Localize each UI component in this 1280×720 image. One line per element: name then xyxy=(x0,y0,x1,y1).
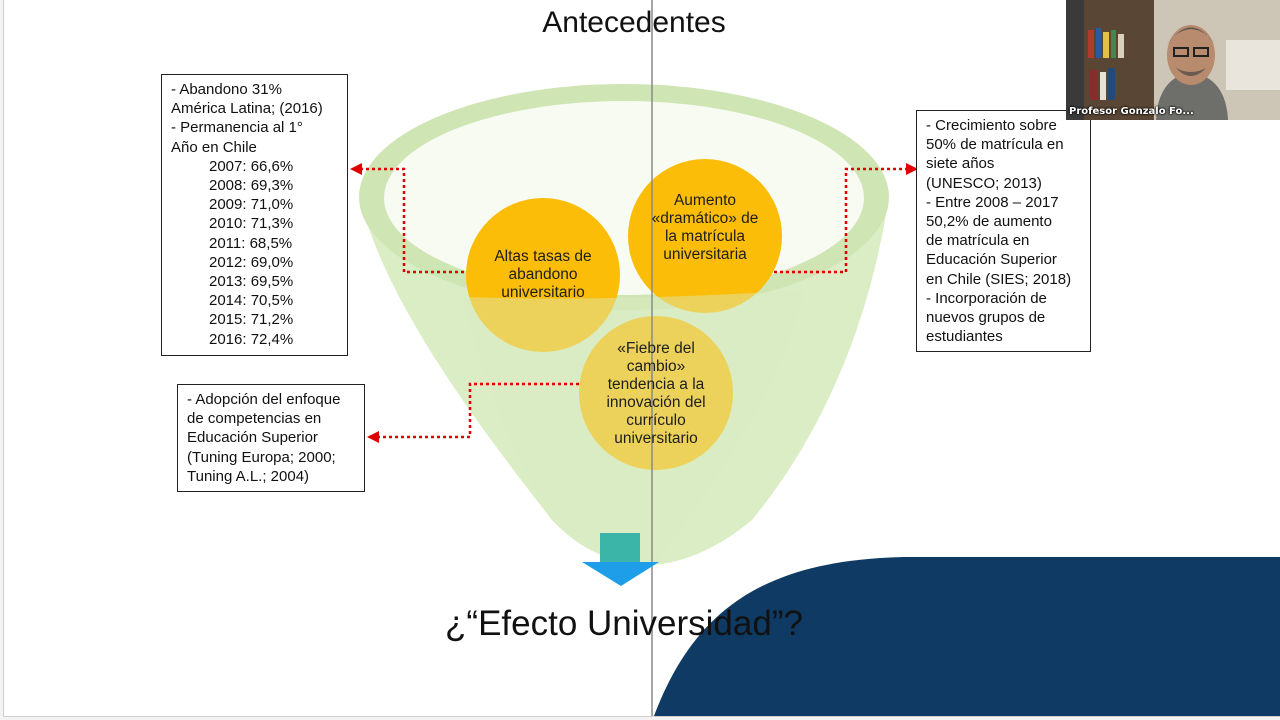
box-line: Educación Superior xyxy=(926,251,1057,269)
box-line: en Chile (SIES; 2018) xyxy=(926,270,1072,288)
circle-label-fiebre: «Fiebre del cambio» tendencia a la innov… xyxy=(606,340,706,447)
box-line: (UNESCO; 2013) xyxy=(926,174,1042,192)
box-line: siete años xyxy=(926,155,995,173)
connectors xyxy=(359,167,909,439)
box-line: (Tuning Europa; 2000; xyxy=(187,448,336,466)
circle-matricula xyxy=(628,159,782,313)
box-line: - Adopción del enfoque xyxy=(187,391,341,408)
box-line: - Permanencia al 1° xyxy=(171,119,303,137)
box-line: nuevos grupos de xyxy=(926,309,1046,327)
down-arrow xyxy=(582,562,659,586)
efecto-universidad-question: ¿“Efecto Universidad”? xyxy=(445,604,803,643)
box-matricula-stats: - Crecimiento sobre 50% de matrícula en … xyxy=(916,110,1091,352)
year-stat: 2013: 69,5% xyxy=(209,273,294,291)
video-frame xyxy=(1066,0,1280,120)
year-stat: 2007: 66,6% xyxy=(209,157,294,175)
year-stat: 2010: 71,3% xyxy=(209,215,294,233)
box-line: Año en Chile xyxy=(171,138,257,156)
year-stat: 2015: 71,2% xyxy=(209,311,294,329)
participant-video-tile[interactable]: Profesor Gonzalo Fo... xyxy=(1066,0,1280,120)
circle-label-matricula: Aumento «dramático» de la matrícula univ… xyxy=(651,192,759,263)
box-competencias: - Adopción del enfoque de competencias e… xyxy=(177,384,365,492)
year-stat: 2014: 70,5% xyxy=(209,292,294,310)
year-stat: 2016: 72,4% xyxy=(209,330,294,348)
box-line: 50% de matrícula en xyxy=(926,136,1064,154)
funnel-opening xyxy=(384,101,864,295)
navy-corner-shape xyxy=(654,557,1280,716)
box-line: estudiantes xyxy=(926,328,1003,346)
box-line: Tuning A.L.; 2004) xyxy=(187,467,310,485)
participant-name-label: Profesor Gonzalo Fo... xyxy=(1069,106,1194,117)
box-line: - Abandono 31% xyxy=(171,81,282,98)
arrowheads xyxy=(350,163,918,443)
slide-title: Antecedentes xyxy=(542,6,726,39)
box-line: - Crecimiento sobre xyxy=(926,117,1057,134)
slide-graphics xyxy=(350,0,1280,716)
box-line: de matrícula en xyxy=(926,232,1030,250)
box-line: Educación Superior xyxy=(187,429,318,447)
box-line: América Latina; (2016) xyxy=(171,100,323,118)
circle-abandono xyxy=(466,198,620,352)
year-stat: 2009: 71,0% xyxy=(209,196,294,214)
circle-label-abandono: Altas tasas de abandono universitario xyxy=(494,248,592,301)
funnel-spout xyxy=(600,533,640,563)
box-line: 50,2% de aumento xyxy=(926,213,1052,231)
year-stat: 2008: 69,3% xyxy=(209,177,294,195)
box-line: de competencias en xyxy=(187,410,322,428)
box-abandono-stats: - Abandono 31% América Latina; (2016) - … xyxy=(161,74,348,356)
year-stat: 2012: 69,0% xyxy=(209,253,294,271)
box-line: - Incorporación de xyxy=(926,289,1047,307)
year-stat: 2011: 68,5% xyxy=(209,234,293,252)
box-line: - Entre 2008 – 2017 xyxy=(926,193,1059,211)
funnel-overlay xyxy=(462,290,804,565)
circle-fiebre xyxy=(579,316,733,470)
